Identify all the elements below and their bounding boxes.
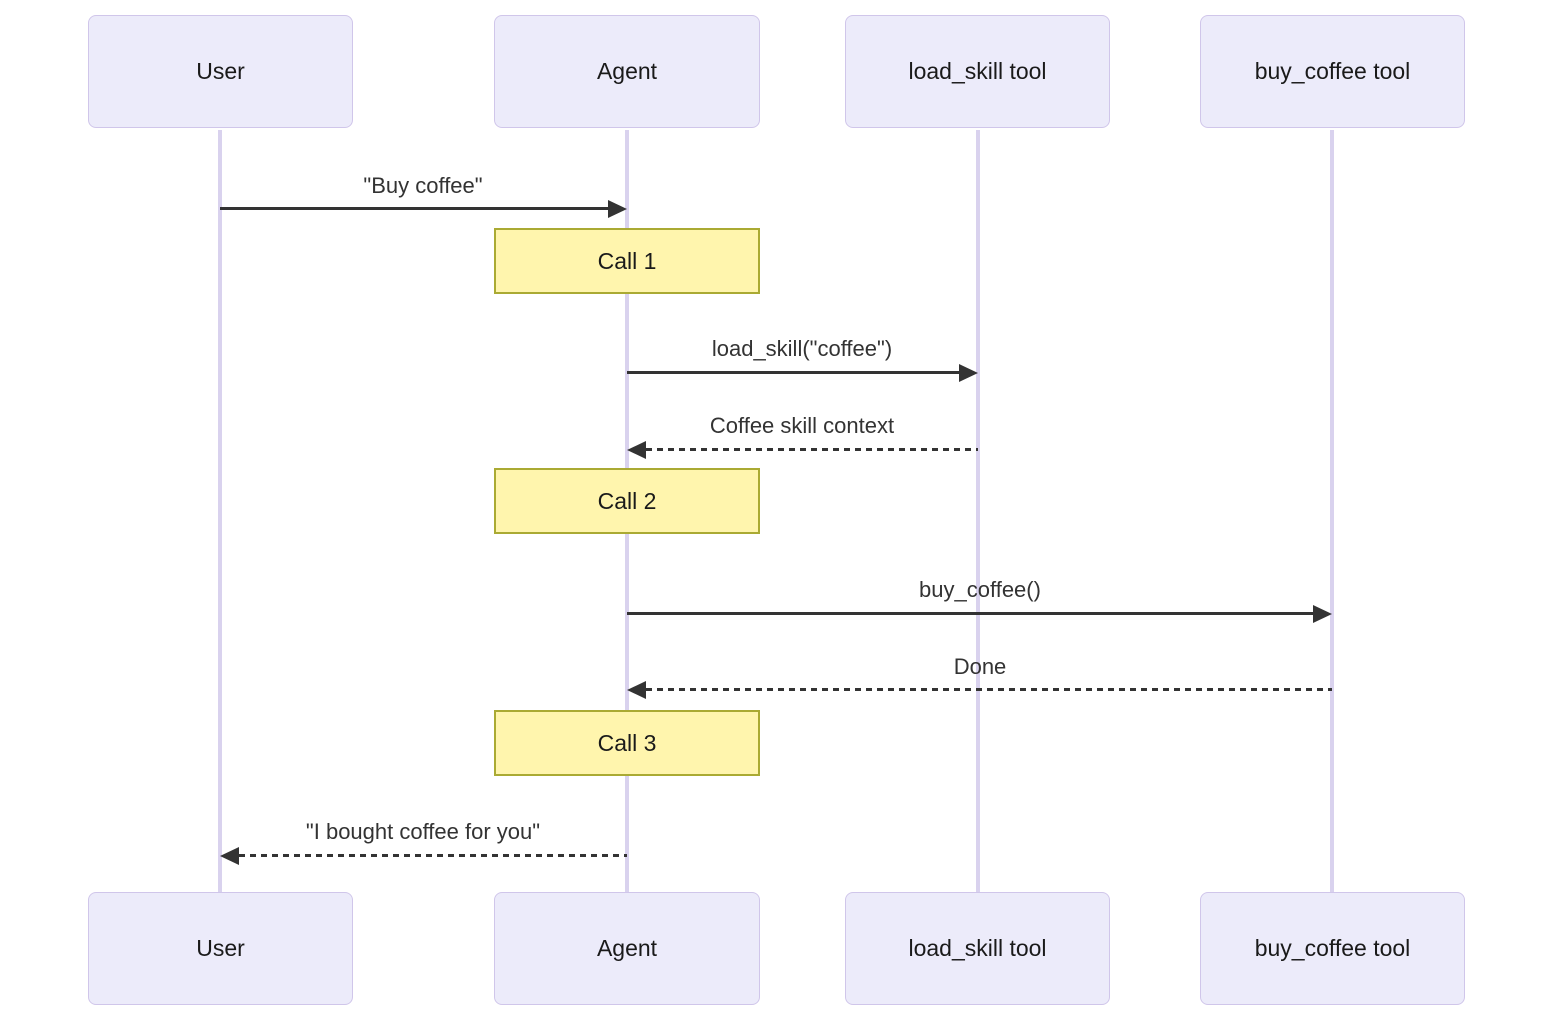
- arrowhead-left-icon: [627, 681, 646, 699]
- actor-label: User: [196, 935, 245, 961]
- arrowhead-left-icon: [627, 441, 646, 459]
- actor-top-agent: Agent: [494, 15, 760, 128]
- message-label-bought-coffee: "I bought coffee for you": [305, 819, 541, 844]
- lifeline-load-skill-tool: [976, 130, 980, 892]
- message-line-done: [646, 688, 1332, 691]
- message-label-buy-coffee-call: buy_coffee(): [919, 577, 1041, 602]
- note-label: Call 3: [597, 729, 657, 756]
- arrowhead-right-icon: [1313, 605, 1332, 623]
- lifeline-buy-coffee-tool: [1330, 130, 1334, 892]
- actor-top-load-skill-tool: load_skill tool: [845, 15, 1110, 128]
- actor-label: User: [196, 58, 245, 84]
- actor-bottom-buy-coffee-tool: buy_coffee tool: [1200, 892, 1465, 1005]
- lifeline-user: [218, 130, 222, 892]
- actor-label: buy_coffee tool: [1254, 58, 1411, 84]
- message-label-done: Done: [953, 654, 1007, 679]
- arrowhead-right-icon: [608, 200, 627, 218]
- actor-label: load_skill tool: [908, 58, 1047, 84]
- actor-label: load_skill tool: [908, 935, 1047, 961]
- note-label: Call 2: [597, 487, 657, 514]
- message-line-buy-coffee-call: [627, 612, 1314, 615]
- actor-top-user: User: [88, 15, 353, 128]
- note-call-2: Call 2: [494, 468, 760, 534]
- message-label-coffee-skill-context: Coffee skill context: [709, 413, 895, 438]
- actor-bottom-agent: Agent: [494, 892, 760, 1005]
- message-line-bought-coffee: [239, 854, 627, 857]
- note-call-3: Call 3: [494, 710, 760, 776]
- arrowhead-left-icon: [220, 847, 239, 865]
- message-label-buy-coffee: "Buy coffee": [363, 173, 483, 198]
- arrowhead-right-icon: [959, 364, 978, 382]
- actor-bottom-user: User: [88, 892, 353, 1005]
- message-line-coffee-skill-context: [646, 448, 978, 451]
- actor-top-buy-coffee-tool: buy_coffee tool: [1200, 15, 1465, 128]
- message-label-load-skill: load_skill("coffee"): [711, 336, 893, 361]
- actor-label: Agent: [596, 58, 658, 84]
- message-line-buy-coffee: [220, 207, 609, 210]
- note-label: Call 1: [597, 247, 657, 274]
- note-call-1: Call 1: [494, 228, 760, 294]
- actor-label: Agent: [596, 935, 658, 961]
- message-line-load-skill: [627, 371, 960, 374]
- actor-label: buy_coffee tool: [1254, 935, 1411, 961]
- actor-bottom-load-skill-tool: load_skill tool: [845, 892, 1110, 1005]
